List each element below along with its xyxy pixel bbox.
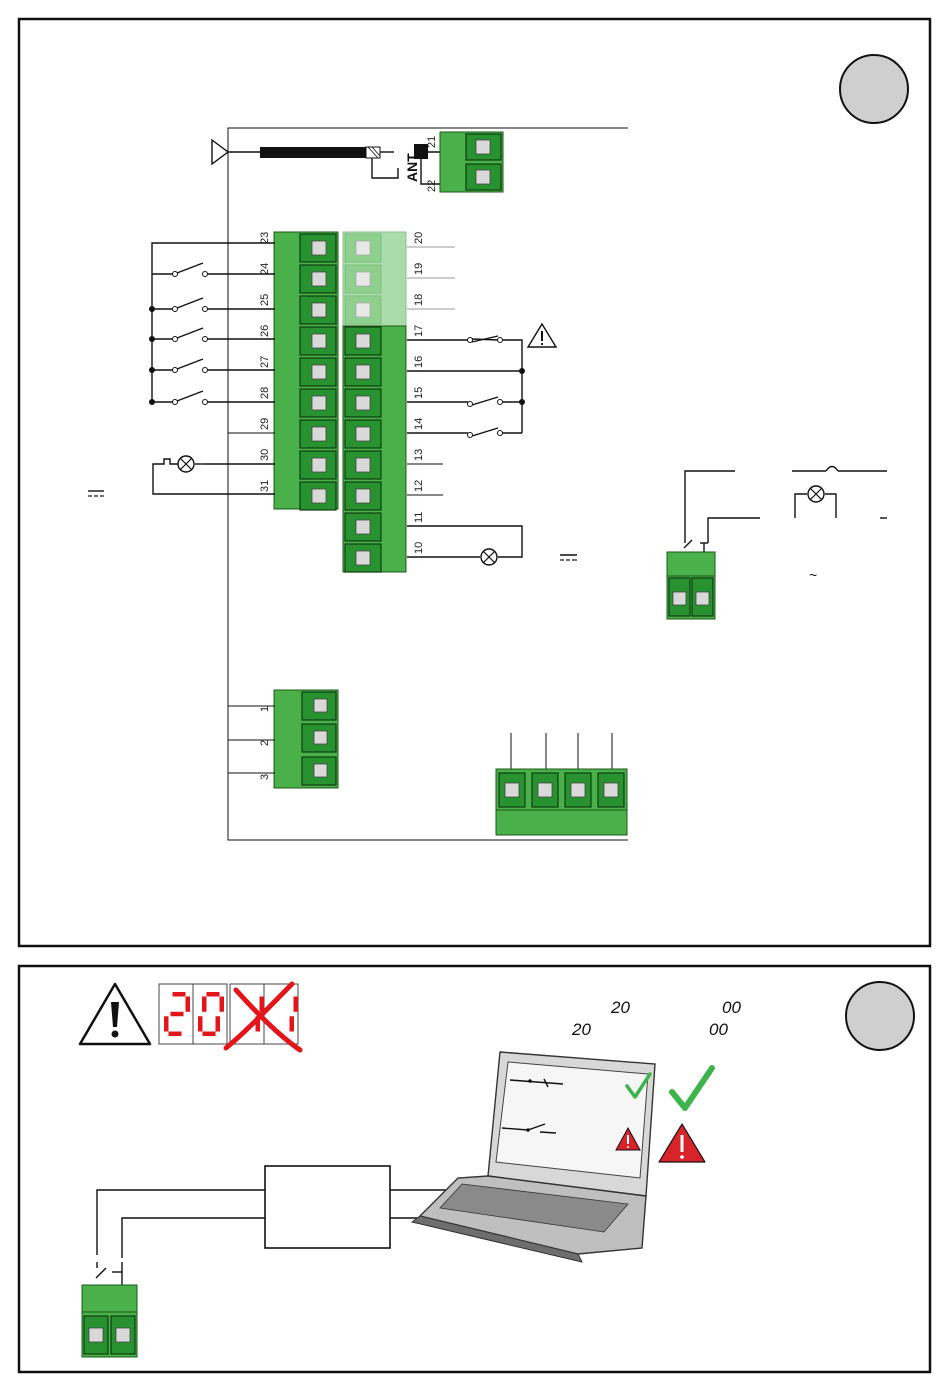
note-code-row1-b: 00 xyxy=(722,998,741,1017)
terminal-num-29: 29 xyxy=(259,418,271,430)
dc-symbol-left xyxy=(88,491,104,496)
antenna-icon xyxy=(212,140,260,164)
terminal-num-16: 16 xyxy=(413,356,425,368)
terminal-num-19: 19 xyxy=(413,263,425,275)
switch-contact-27 xyxy=(152,359,275,373)
note-code-row1-a: 20 xyxy=(610,998,630,1017)
terminal-slot-12 xyxy=(345,482,381,510)
terminal-num-10: 10 xyxy=(413,542,425,554)
switch-contact-24 xyxy=(152,263,275,277)
terminal-slot-24 xyxy=(300,265,336,293)
terminal-slot-17 xyxy=(345,327,381,355)
lamp-circuit-10-11 xyxy=(407,526,577,565)
terminal-slot-25 xyxy=(300,296,336,324)
dc-symbol-right xyxy=(560,555,577,560)
terminal-num-1: 1 xyxy=(259,706,271,712)
step-badge-2 xyxy=(846,982,914,1050)
terminal-block-antenna xyxy=(440,132,503,192)
safety-contacts-right xyxy=(407,247,556,495)
terminal-num-2: 2 xyxy=(259,740,271,746)
panel-wiring-terminals: ANT 21 22 23 24 25 26 27 28 29 30 31 xyxy=(19,19,930,946)
note-code-row2-a: 20 xyxy=(571,1020,591,1039)
interface-box xyxy=(82,1166,452,1357)
terminal-num-12: 12 xyxy=(413,480,425,492)
ac-symbol: ~ xyxy=(809,567,817,583)
terminal-numbers-left: 23 24 25 26 27 28 29 30 31 xyxy=(259,232,271,492)
terminal-slot-23 xyxy=(300,234,336,262)
terminal-slot-30 xyxy=(300,451,336,479)
terminal-slot-11 xyxy=(345,513,381,541)
input-switches-left xyxy=(149,243,275,433)
fuse-icon xyxy=(792,467,887,472)
terminal-num-24: 24 xyxy=(259,263,271,275)
terminal-num-11: 11 xyxy=(413,512,425,523)
terminal-num-28: 28 xyxy=(259,387,271,399)
terminal-num-25: 25 xyxy=(259,294,271,306)
terminal-slot-14 xyxy=(345,420,381,448)
warning-icon xyxy=(528,324,556,347)
terminal-block-bottom: 1 2 3 xyxy=(228,690,338,788)
terminal-num-26: 26 xyxy=(259,325,271,337)
terminal-slot-15 xyxy=(345,389,381,417)
switch-contact-26 xyxy=(152,328,275,342)
lamp-icon xyxy=(808,486,824,502)
terminal-block-four-pole xyxy=(496,733,627,835)
terminal-slot-27 xyxy=(300,358,336,386)
terminal-num-30: 30 xyxy=(259,449,271,461)
terminal-slot-26 xyxy=(300,327,336,355)
terminal-slot-13 xyxy=(345,451,381,479)
terminal-block-left xyxy=(274,232,338,510)
terminal-num-22: 22 xyxy=(426,180,438,192)
warning-icon xyxy=(80,984,150,1044)
terminal-num-31: 31 xyxy=(259,480,271,492)
terminal-slot-16 xyxy=(345,358,381,386)
terminal-num-14: 14 xyxy=(413,418,425,430)
terminal-num-15: 15 xyxy=(413,387,425,399)
relay-output-lamp: ~ xyxy=(667,467,887,620)
terminal-num-18: 18 xyxy=(413,294,425,306)
terminal-slot-28 xyxy=(300,389,336,417)
lamp-circuit-30-31 xyxy=(88,456,275,496)
terminal-numbers-right: 20 19 18 17 16 15 14 13 12 11 10 xyxy=(413,232,425,554)
antenna-coax-cable: ANT 21 22 xyxy=(260,136,464,192)
terminal-num-3: 3 xyxy=(259,774,271,780)
relay-contact-icon xyxy=(684,540,708,552)
terminal-slot-29 xyxy=(300,420,336,448)
terminal-slot-20 xyxy=(345,234,381,262)
warning-icon xyxy=(659,1124,705,1162)
terminal-num-23: 23 xyxy=(259,232,271,244)
terminal-slot-31 xyxy=(300,482,336,510)
lamp-icon xyxy=(178,456,194,472)
terminal-num-20: 20 xyxy=(413,232,425,244)
lamp-icon xyxy=(481,549,497,565)
antenna-label: ANT xyxy=(404,153,420,182)
terminal-num-17: 17 xyxy=(413,325,425,337)
terminal-num-27: 27 xyxy=(259,356,271,368)
terminal-block-right xyxy=(343,232,406,572)
terminal-num-13: 13 xyxy=(413,449,425,461)
laptop-icon xyxy=(412,1052,655,1262)
terminal-slot-10 xyxy=(345,544,381,572)
seven-segment-display xyxy=(159,984,300,1050)
switch-contact-28 xyxy=(152,391,275,405)
panel-pc-connection: 20 00 20 00 xyxy=(19,966,930,1372)
switch-contact-25 xyxy=(152,298,275,312)
terminal-num-21: 21 xyxy=(426,136,438,148)
step-badge-1 xyxy=(840,55,908,123)
display-code-notes: 20 00 20 00 xyxy=(571,998,741,1039)
note-code-row2-b: 00 xyxy=(709,1020,728,1039)
terminal-slot-18 xyxy=(345,296,381,324)
check-icon xyxy=(672,1068,712,1108)
relay-contact-icon xyxy=(96,1262,122,1286)
terminal-slot-19 xyxy=(345,265,381,293)
